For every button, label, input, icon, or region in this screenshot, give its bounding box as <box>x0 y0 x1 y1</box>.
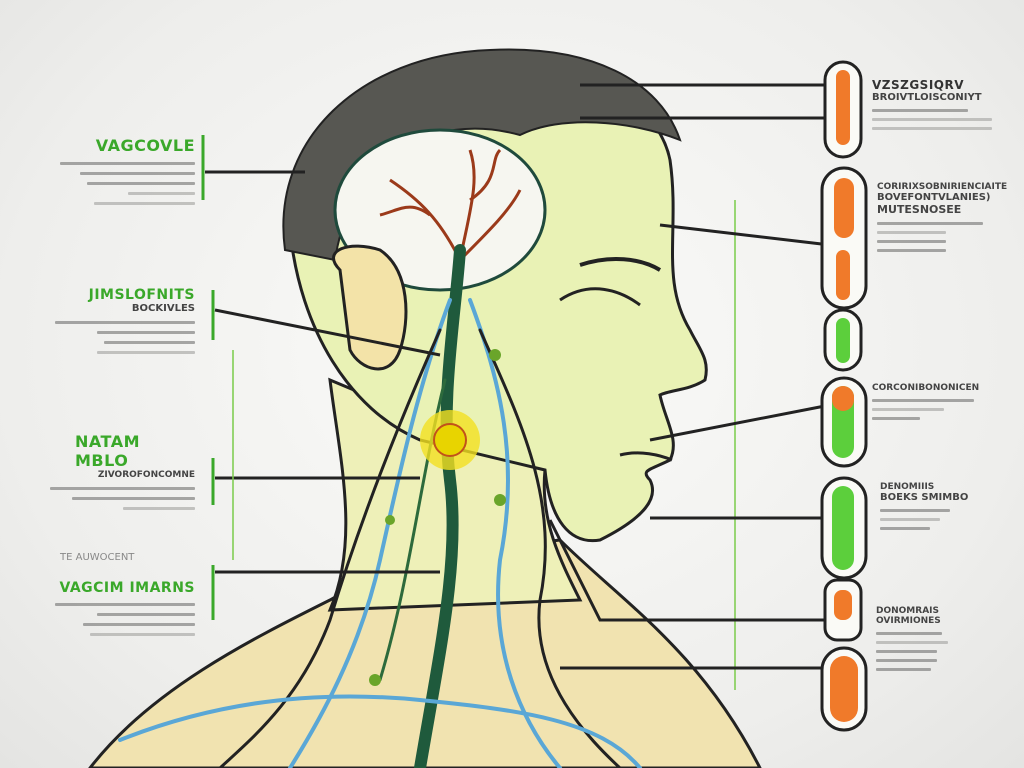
text-line <box>880 509 950 512</box>
label-title: NATAM MBLO <box>75 432 141 470</box>
text-line <box>872 109 968 112</box>
label-subtitle: ZIVOROFONCOMNE <box>97 470 195 480</box>
label-group-3: NATAM MBLO ZIVOROFONCOMNE <box>50 432 195 517</box>
text-line <box>880 518 940 521</box>
text-line <box>877 222 984 225</box>
right-label-4: DENOMIIIS BOEKS SMIMBO <box>880 482 980 536</box>
label-group-1: VAGCOVLE <box>60 136 195 212</box>
text-line <box>122 507 195 510</box>
capsule-fills <box>830 70 858 722</box>
text-line <box>872 408 944 411</box>
text-line <box>876 668 931 671</box>
mouth <box>619 451 673 462</box>
text-line <box>876 632 942 635</box>
text-line <box>97 331 195 334</box>
label-group-5: VAGCIM IMARNS <box>55 580 195 643</box>
text-line <box>876 641 948 644</box>
text-line <box>90 633 195 636</box>
text-line <box>127 192 195 195</box>
label-title: CORIRIXSOBNIRIENCIAITE <box>877 182 1008 192</box>
right-label-5: DONOMRAIS OVIRMIONES <box>876 606 986 677</box>
text-line <box>55 321 195 324</box>
text-line <box>872 127 992 130</box>
vagus-nerve <box>118 244 642 768</box>
text-line <box>71 497 195 500</box>
right-label-2: CORIRIXSOBNIRIENCIAITE BOVEFONTVLANIES) … <box>877 182 1008 258</box>
label-title: JIMSLOFNITS <box>88 287 195 303</box>
text-line <box>877 249 946 252</box>
nodes <box>369 349 506 686</box>
label-title: DONOMRAIS <box>876 606 939 616</box>
text-line <box>55 603 195 606</box>
label-subtitle: BOCKIVLES <box>131 303 195 314</box>
text-line <box>50 487 195 490</box>
left-leaders <box>205 170 441 574</box>
brain-vessels <box>379 148 522 262</box>
label-title: CORCONIBONONICEN <box>872 383 980 393</box>
right-label-1: VZSZGSIQRV BROIVTLOISCONIYT <box>872 78 992 136</box>
text-line <box>880 527 930 530</box>
text-line <box>877 231 946 234</box>
text-line <box>876 659 937 662</box>
ganglion <box>433 423 467 457</box>
label-subtitle: BOEKS SMIMBO <box>880 492 969 503</box>
label-subtitle: BROIVTLOISCONIYT <box>872 92 982 103</box>
label-title: VAGCOVLE <box>95 136 195 155</box>
left-brackets <box>201 135 215 620</box>
label-title: DENOMIIIS <box>880 482 935 492</box>
label-group-2: JIMSLOFNITS BOCKIVLES <box>55 287 195 361</box>
text-line <box>93 202 195 205</box>
label-group-4: TE AUWOCENT <box>60 552 135 563</box>
text-line <box>80 172 195 175</box>
text-line <box>876 650 937 653</box>
text-line <box>872 417 920 420</box>
text-line <box>877 240 946 243</box>
text-line <box>87 182 195 185</box>
text-line <box>83 623 195 626</box>
label-subtitle: BOVEFONTVLANIES) <box>877 192 991 203</box>
label-title: VZSZGSIQRV <box>872 78 965 92</box>
right-leaders <box>548 83 831 670</box>
text-line <box>60 162 195 165</box>
label-subtitle: OVIRMIONES <box>876 616 941 626</box>
label-title: VAGCIM IMARNS <box>59 580 195 596</box>
label-extra: MUTESNOSEE <box>877 203 962 216</box>
text-line <box>97 613 195 616</box>
eye <box>559 287 641 307</box>
text-line <box>104 341 195 344</box>
right-label-3: CORCONIBONONICEN <box>872 383 992 426</box>
text-line <box>872 399 974 402</box>
eyebrow <box>579 256 662 272</box>
text-line <box>97 351 195 354</box>
text-line <box>872 118 992 121</box>
